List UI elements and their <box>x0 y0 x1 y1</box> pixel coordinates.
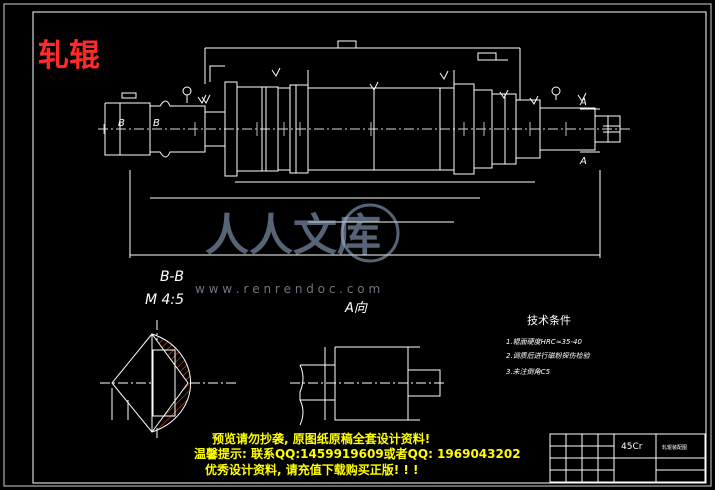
title-block <box>549 433 706 483</box>
section-mark-a-top: A <box>579 97 587 108</box>
section-scale-label: M 4:5 <box>145 292 184 308</box>
watermark-url: w w w . r e n r e n d o c . c o m <box>195 282 380 296</box>
tech-requirements-heading: 技术条件 <box>527 313 571 327</box>
title-block-material: 45Cr <box>621 442 643 452</box>
tech-requirement-item-1: 1.辊面硬度HRC≈35-40 <box>506 338 582 346</box>
tech-requirement-item-3: 3.未注倒角C5 <box>506 368 551 376</box>
watermark: 人人文库 w w w . r e n r e n d o c . c o m <box>195 203 400 296</box>
view-a-detail <box>290 346 445 426</box>
view-a-label: A向 <box>344 301 368 316</box>
section-view-label: B-B <box>160 269 184 285</box>
notice-line-1: 预览请勿抄袭, 原图纸原稿全套设计资料! <box>212 431 430 446</box>
roll-shaft-main-view <box>98 40 632 258</box>
watermark-brand: 人人文库 <box>205 210 381 261</box>
section-mark-a-bottom: A <box>579 156 587 167</box>
title-block-name: 轧辊装配图 <box>662 444 687 451</box>
drawing-title: 轧辊 <box>38 38 100 74</box>
section-mark-b-right: B <box>153 118 160 129</box>
notice-line-3: 优秀设计资料, 请充值下载购买正版! ! ! <box>205 462 419 477</box>
tech-requirement-item-2: 2.调质后进行磁粉探伤检验 <box>506 352 591 360</box>
section-b-b-view <box>100 320 238 440</box>
notice-line-2: 温馨提示: 联系QQ:1459919609或者QQ: 1969043202 <box>194 446 521 461</box>
section-mark-b-left: B <box>118 118 125 129</box>
sheet-frame <box>3 3 712 487</box>
